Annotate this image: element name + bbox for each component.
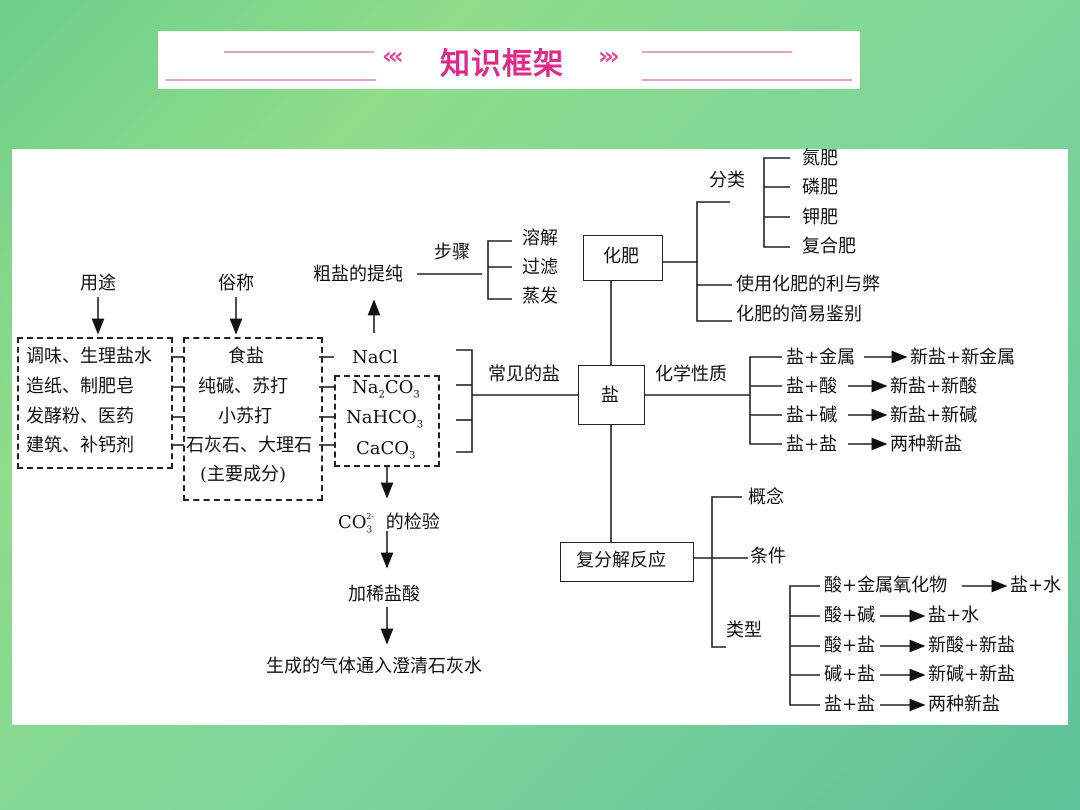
type-reactants: 酸+盐 — [824, 635, 876, 656]
carbonates-box — [334, 375, 440, 467]
double-decomp-label: 复分解反应 — [576, 550, 666, 571]
page-title: 知识框架 — [440, 47, 564, 82]
bracket-steps — [487, 240, 512, 300]
types-label: 类型 — [726, 620, 762, 641]
chem-props-label: 化学性质 — [655, 364, 727, 385]
type-products: 新碱+新盐 — [928, 664, 1016, 685]
reaction-reactants: 盐+酸 — [786, 376, 838, 397]
center-label: 盐 — [601, 385, 619, 406]
common-name-item: 小苏打 — [218, 406, 272, 427]
reaction-reactants: 盐+碱 — [786, 405, 838, 426]
type-reactants: 酸+碱 — [824, 605, 876, 626]
fertilizer-type: 磷肥 — [802, 177, 838, 198]
type-products: 盐+水 — [928, 605, 980, 626]
salt-nahco3: NaHCO3 — [346, 407, 424, 431]
title-banner: ‹‹‹ 知识框架 ››› — [158, 31, 860, 89]
bracket-fertilizer — [696, 201, 732, 322]
steps-label: 步骤 — [434, 242, 470, 263]
type-products: 盐+水 — [1010, 575, 1062, 596]
fertilizer-type: 复合肥 — [802, 236, 856, 257]
title-rule — [642, 51, 792, 53]
carbonate-step-acid: 加稀盐酸 — [348, 584, 420, 605]
common-name-item: 纯碱、苏打 — [198, 376, 288, 397]
type-reactants: 盐+盐 — [824, 694, 876, 715]
common-name-item: 食盐 — [228, 346, 264, 367]
usage-item: 调味、生理盐水 — [26, 346, 152, 367]
usage-box — [17, 337, 173, 469]
fertilizer-box — [583, 235, 663, 281]
reaction-products: 新盐+新金属 — [910, 347, 1016, 368]
usage-item: 建筑、补钙剂 — [26, 435, 134, 456]
salt-caco3: CaCO3 — [356, 438, 416, 462]
title-rule — [166, 79, 376, 81]
reaction-products: 新盐+新酸 — [890, 376, 978, 397]
condition-label: 条件 — [750, 546, 786, 567]
common-salt-label: 常见的盐 — [488, 364, 560, 385]
bracket-salts — [456, 349, 473, 453]
chevron-left-icon: ‹‹‹ — [382, 42, 404, 70]
common-name-item: (主要成分) — [200, 464, 287, 485]
carbonate-step-limewater: 生成的气体通入澄清石灰水 — [266, 656, 482, 677]
common-name-box — [183, 337, 323, 501]
usage-connectors — [171, 356, 334, 446]
salt-na2co3: Na2CO3 — [352, 377, 420, 401]
fertilizer-identification: 化肥的简易鉴别 — [736, 304, 862, 325]
classify-label: 分类 — [709, 170, 745, 191]
type-products: 两种新盐 — [928, 694, 1000, 715]
usage-item: 发酵粉、医药 — [26, 406, 134, 427]
usage-header: 用途 — [80, 273, 116, 294]
common-name-header: 俗称 — [218, 273, 254, 294]
common-name-item: 石灰石、大理石 — [186, 435, 312, 456]
step-item: 溶解 — [522, 228, 558, 249]
fertilizer-pros-cons: 使用化肥的利与弊 — [736, 274, 880, 295]
carbonate-test-suffix: 的检验 — [385, 512, 440, 533]
crude-salt-label: 粗盐的提纯 — [313, 264, 403, 285]
title-rule — [642, 79, 852, 81]
concept-label: 概念 — [748, 487, 784, 508]
type-products: 新酸+新盐 — [928, 635, 1016, 656]
type-reactants: 碱+盐 — [824, 664, 876, 685]
connector-lines — [91, 157, 1008, 712]
double-decomp-box — [560, 542, 694, 582]
type-reactants: 酸+金属氧化物 — [824, 575, 948, 596]
usage-item: 造纸、制肥皂 — [26, 376, 134, 397]
salt-nacl: NaCl — [352, 347, 399, 368]
reaction-products: 新盐+新碱 — [890, 405, 978, 426]
reaction-reactants: 盐+金属 — [786, 347, 856, 368]
fertilizer-label: 化肥 — [603, 246, 639, 267]
fertilizer-type: 氮肥 — [802, 148, 838, 169]
diagram-canvas: 用途 俗称 调味、生理盐水 造纸、制肥皂 发酵粉、医药 建筑、补钙剂 食盐 纯碱… — [12, 149, 1068, 725]
reaction-reactants: 盐+盐 — [786, 434, 838, 455]
reaction-products: 两种新盐 — [890, 434, 962, 455]
bracket-fertilizer-types — [763, 157, 790, 248]
title-rule — [224, 51, 374, 53]
step-item: 蒸发 — [522, 286, 558, 307]
bracket-reactions — [749, 356, 782, 445]
bracket-double — [711, 496, 742, 648]
chevron-right-icon: ››› — [598, 42, 620, 70]
fertilizer-type: 钾肥 — [802, 207, 838, 228]
carbonate-test-title: CO32- 的检验 — [338, 512, 440, 536]
center-box — [578, 365, 645, 425]
step-item: 过滤 — [522, 257, 558, 278]
